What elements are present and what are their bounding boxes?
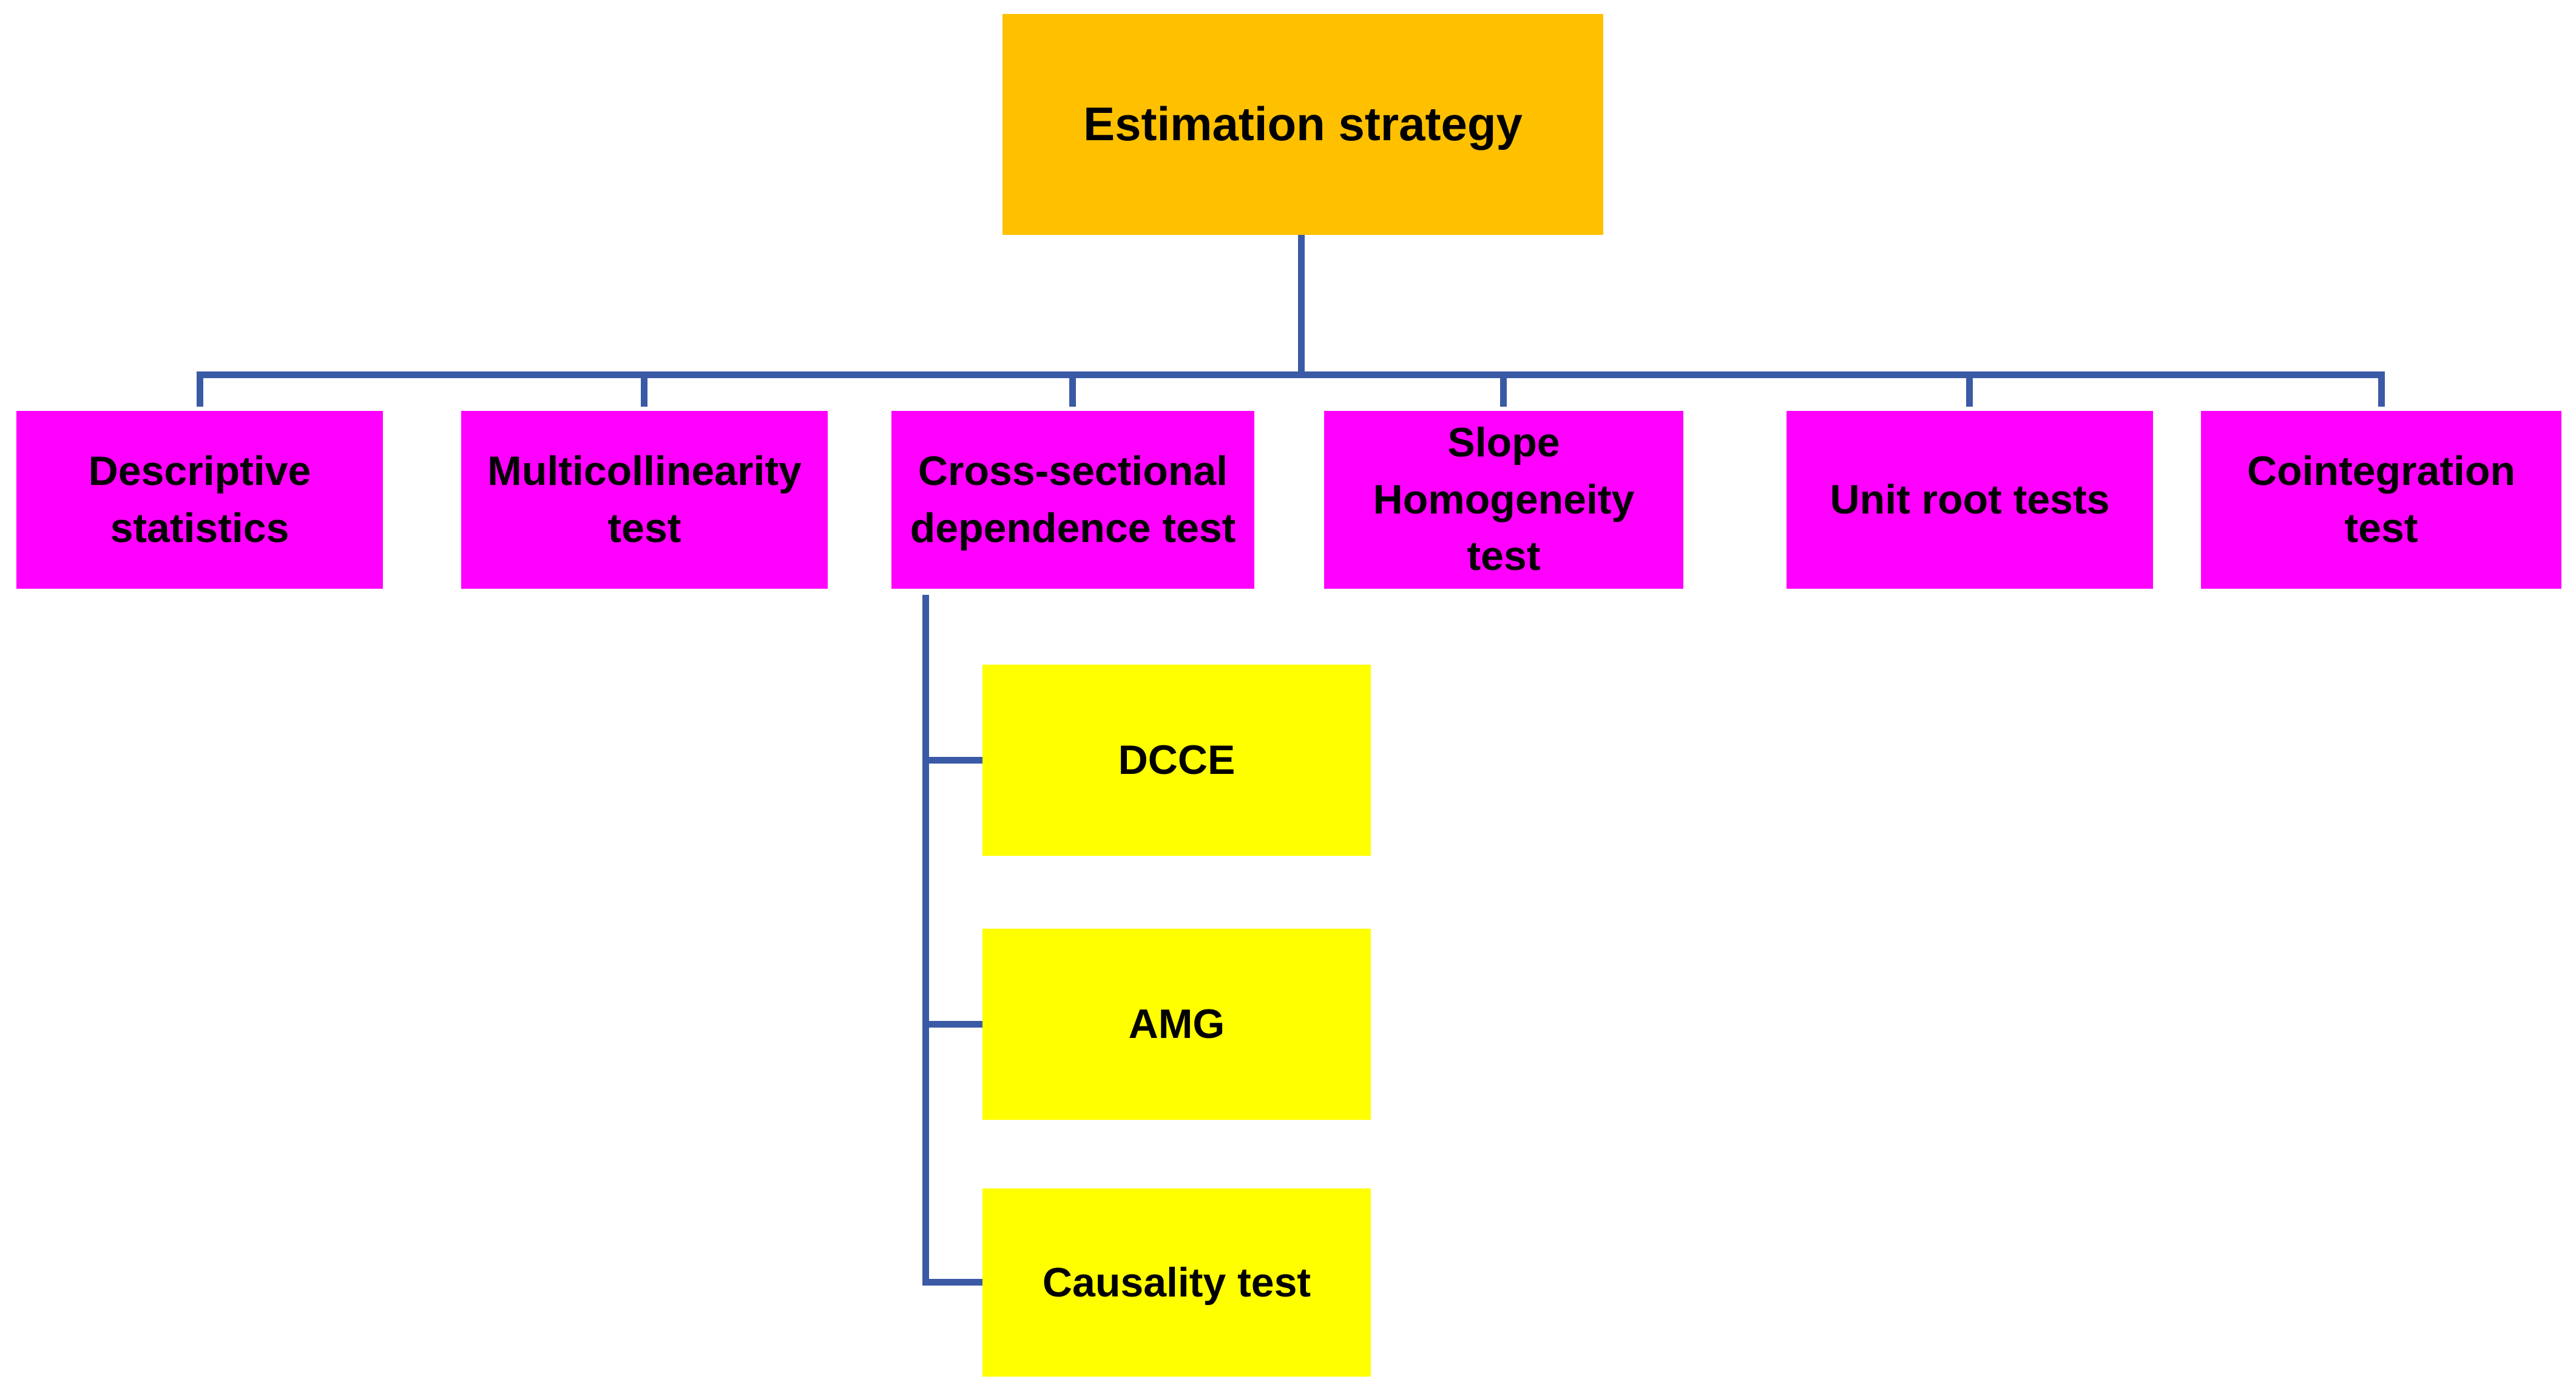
node-cross-sectional-dependence-test-label: Cross-sectional dependence test [910, 447, 1236, 551]
connector-drop-slope-homogeneity-test [1500, 371, 1507, 407]
connector-drop-cross-sectional-dependence-test [1069, 371, 1076, 407]
node-cointegration-test-label: Cointegration test [2247, 447, 2515, 551]
connector-drop-multicollinearity-test [641, 371, 647, 407]
connector-csd-trunk [922, 595, 929, 1286]
connector-branch-amg [922, 1021, 982, 1028]
node-causality-test-label: Causality test [1042, 1259, 1311, 1306]
connector-branch-causality-test [922, 1279, 982, 1286]
connector-root-drop [1298, 235, 1305, 375]
node-unit-root-tests-label: Unit root tests [1830, 476, 2110, 523]
node-amg: AMG [982, 929, 1371, 1120]
connector-drop-descriptive-statistics [197, 371, 203, 407]
node-multicollinearity-test-label: Multicollinearity test [487, 447, 802, 551]
connector-drop-unit-root-tests [1966, 371, 1973, 407]
node-unit-root-tests: Unit root tests [1787, 411, 2153, 589]
node-estimation-strategy-label: Estimation strategy [1083, 97, 1523, 151]
node-cointegration-test: Cointegration test [2201, 411, 2561, 589]
node-dcce-label: DCCE [1118, 737, 1236, 784]
connector-drop-cointegration-test [2378, 371, 2385, 407]
node-slope-homogeneity-test: Slope Homogeneity test [1324, 411, 1683, 589]
node-cross-sectional-dependence-test: Cross-sectional dependence test [891, 411, 1254, 589]
node-slope-homogeneity-test-label: Slope Homogeneity test [1373, 419, 1635, 580]
node-multicollinearity-test: Multicollinearity test [461, 411, 828, 589]
connector-branch-dcce [922, 757, 982, 764]
node-amg-label: AMG [1128, 1001, 1225, 1048]
node-descriptive-statistics: Descriptive statistics [16, 411, 383, 589]
node-estimation-strategy: Estimation strategy [1002, 14, 1603, 235]
node-dcce: DCCE [982, 665, 1371, 856]
node-descriptive-statistics-label: Descriptive statistics [88, 447, 311, 551]
connector-level2-bar [197, 371, 2385, 378]
node-causality-test: Causality test [982, 1188, 1371, 1377]
